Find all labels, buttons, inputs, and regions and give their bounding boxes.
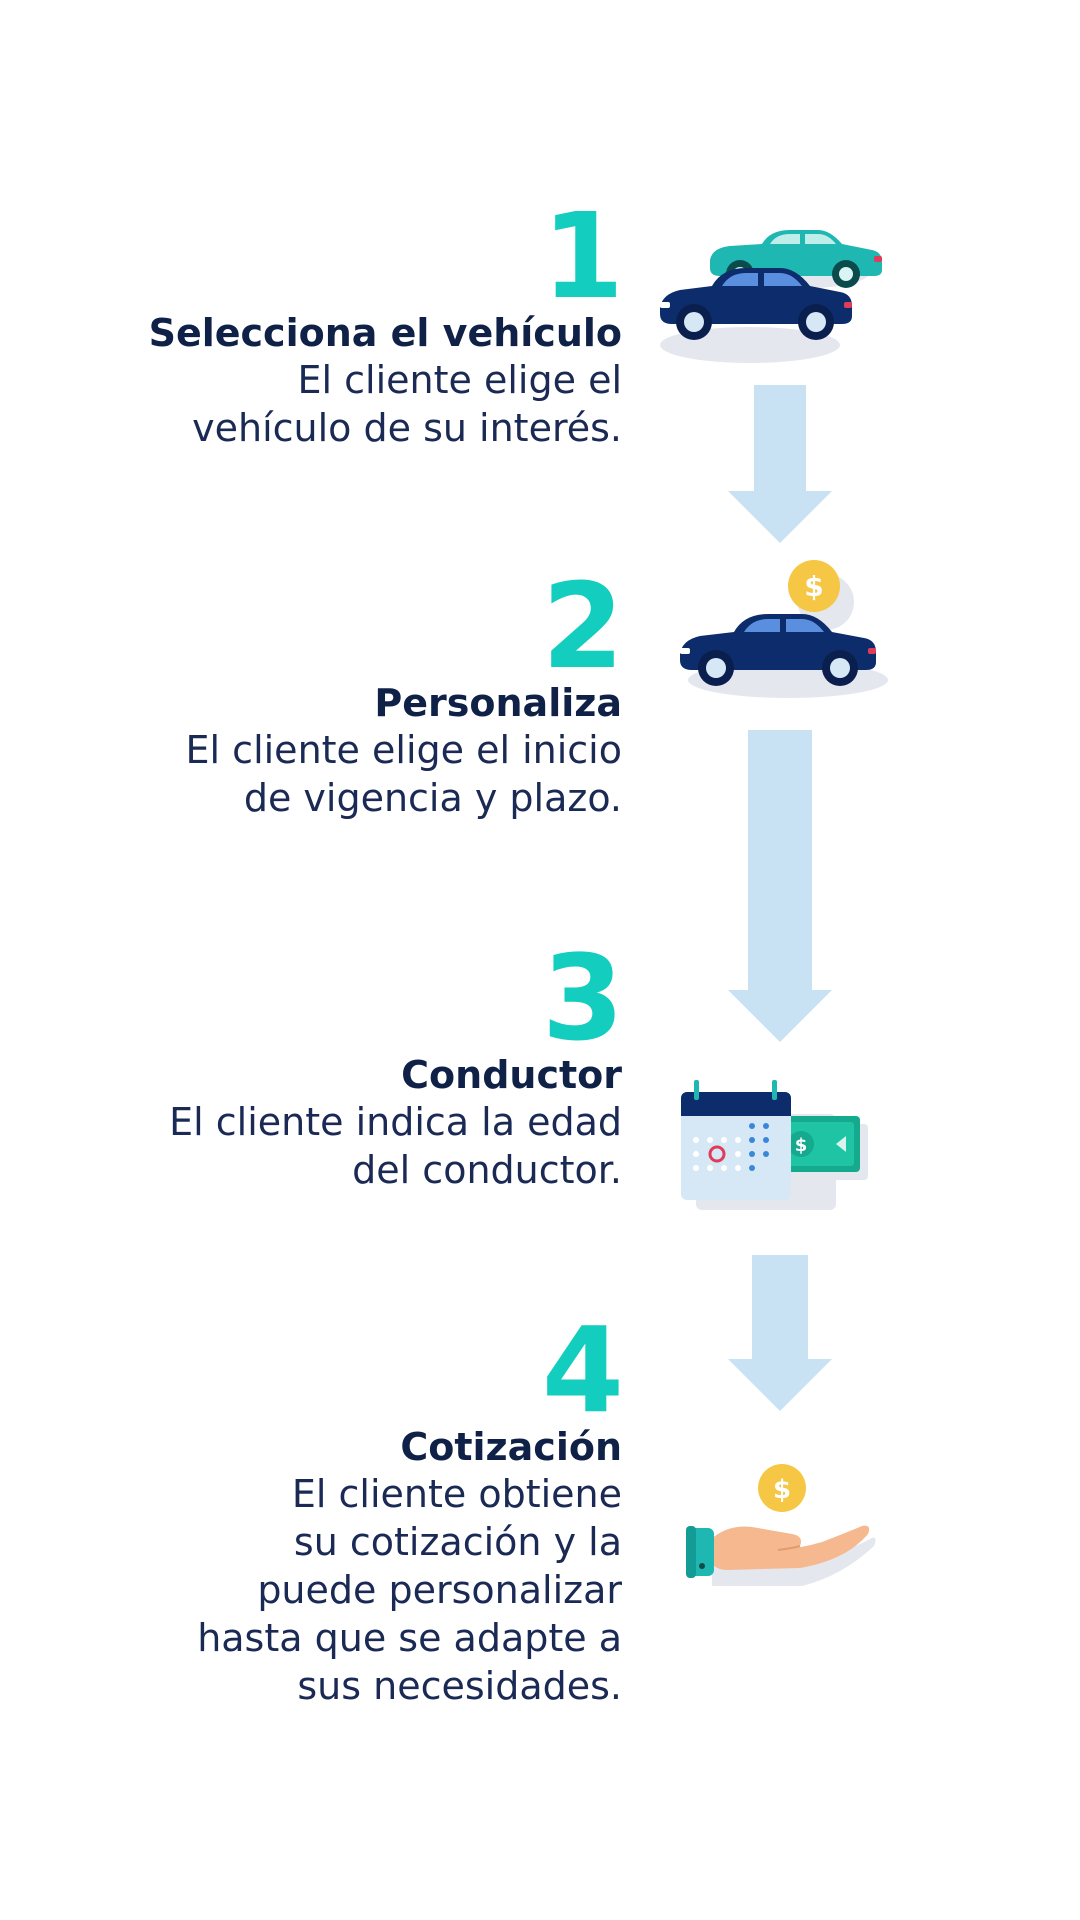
- hand-coin-icon: $: [686, 1464, 876, 1586]
- description-line: sus necesidades.: [297, 1664, 622, 1708]
- step-number: 1: [541, 187, 624, 325]
- description-line: El cliente obtiene: [291, 1472, 622, 1516]
- description-line: El cliente elige el inicio: [185, 728, 622, 772]
- step-1: 1 Selecciona el vehículo El cliente elig…: [148, 187, 624, 452]
- description-line: hasta que se adapte a: [197, 1616, 622, 1660]
- description-line: vehículo de su interés.: [192, 406, 622, 450]
- arrow-down-icon: [728, 730, 832, 1042]
- step-title: Cotización: [400, 1425, 622, 1469]
- step-title: Conductor: [401, 1053, 622, 1097]
- two-cars-icon: [660, 230, 882, 363]
- car-with-coin-icon: $: [680, 560, 888, 698]
- step-number: 2: [541, 557, 624, 695]
- description-line: El cliente indica la edad: [169, 1100, 622, 1144]
- description-line: puede personalizar: [257, 1568, 622, 1612]
- calendar-money-icon: $: [681, 1080, 868, 1210]
- step-number: 4: [541, 1301, 624, 1439]
- step-4: 4 Cotización El cliente obtiene su cotiz…: [197, 1301, 624, 1710]
- svg-text:$: $: [804, 570, 823, 603]
- step-title: Personaliza: [374, 681, 622, 725]
- step-description: El cliente indica la edad del conductor.: [169, 1098, 622, 1194]
- step-description: El cliente obtiene su cotización y la pu…: [197, 1470, 622, 1710]
- step-number: 3: [541, 929, 624, 1067]
- arrow-down-icon: [728, 1255, 832, 1411]
- description-line: de vigencia y plazo.: [243, 776, 622, 820]
- description-line: su cotización y la: [293, 1520, 622, 1564]
- description-line: del conductor.: [352, 1148, 622, 1192]
- step-description: El cliente elige el vehículo de su inter…: [149, 356, 622, 452]
- step-title: Selecciona el vehículo: [148, 311, 622, 355]
- svg-text:$: $: [795, 1135, 808, 1156]
- step-description: El cliente elige el inicio de vigencia y…: [186, 726, 622, 822]
- description-line: El cliente elige el: [297, 358, 622, 402]
- step-3: 3 Conductor El cliente indica la edad de…: [169, 929, 624, 1194]
- step-2: 2 Personaliza El cliente elige el inicio…: [186, 557, 624, 822]
- svg-text:$: $: [773, 1475, 791, 1505]
- arrow-down-icon: [728, 385, 832, 543]
